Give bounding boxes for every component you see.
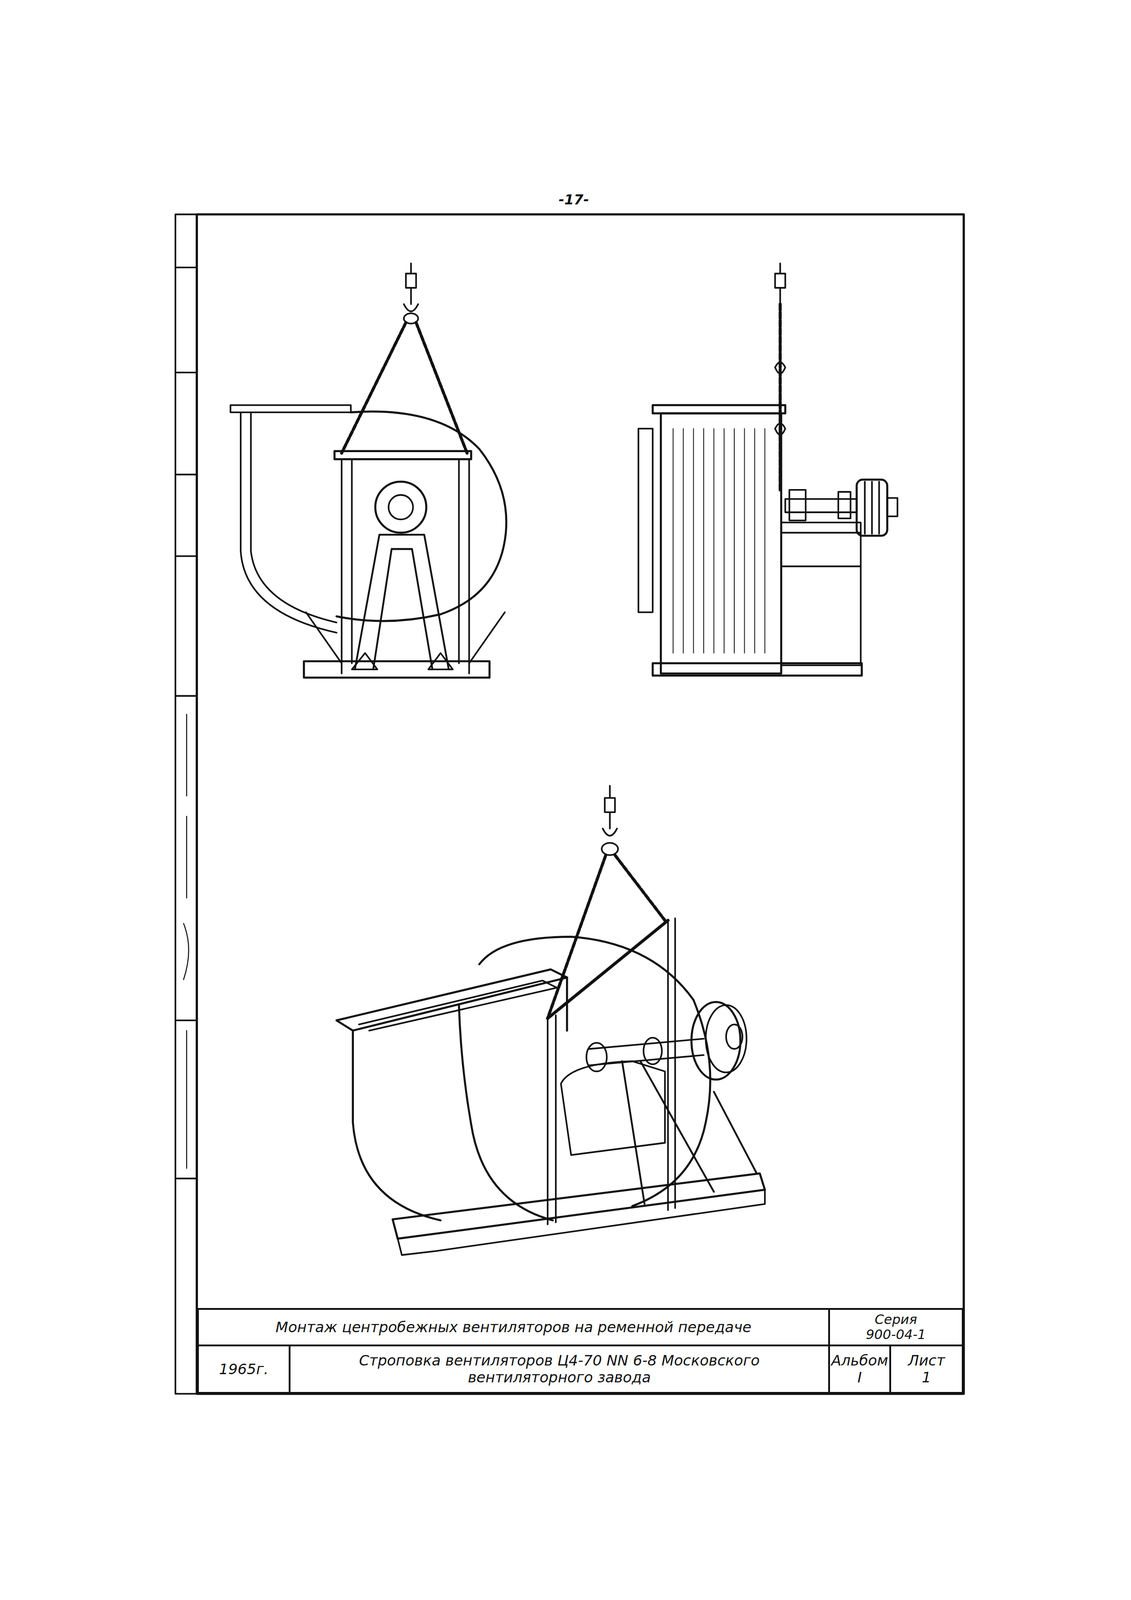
stamp-scribbles <box>183 714 189 1168</box>
outlet-flange <box>336 969 567 1031</box>
title-text: I <box>857 1368 862 1386</box>
bearing <box>586 1042 608 1072</box>
base-rail <box>397 1189 765 1255</box>
stand-band <box>781 532 861 567</box>
shaft <box>785 498 857 513</box>
front-view <box>230 263 507 678</box>
base-frame <box>652 663 862 676</box>
title-block-cell: Лист1 <box>889 1343 964 1394</box>
bearing <box>838 491 851 519</box>
impeller-blades <box>673 428 765 654</box>
title-block-cell: Серия900-04-1 <box>828 1307 964 1346</box>
title-text: Альбом <box>831 1351 889 1369</box>
sling-ring <box>601 842 618 855</box>
stand <box>781 522 861 665</box>
volute-edge <box>458 1004 553 1220</box>
housing-front <box>352 977 568 1220</box>
perspective-view <box>336 785 765 1255</box>
stamp-divisions <box>175 267 198 1178</box>
volute-spiral <box>336 411 507 621</box>
sheet-frame <box>175 214 965 1394</box>
bearing <box>643 1037 662 1064</box>
fan-housing <box>660 413 782 674</box>
outlet-flange <box>652 404 786 414</box>
spreader-bar <box>547 919 669 1018</box>
base-frame <box>303 660 490 678</box>
crane-hook <box>602 785 618 836</box>
pulley-hub <box>887 498 898 517</box>
stamp-strip <box>175 214 198 1394</box>
pulley-groove <box>705 1004 747 1073</box>
bearing-support <box>622 1060 757 1204</box>
crane-hook <box>775 263 786 304</box>
title-text: Серия <box>874 1311 918 1327</box>
shaft-end <box>388 494 414 520</box>
crane-hook <box>404 263 419 312</box>
frame-border <box>197 214 965 1394</box>
title-text: Монтаж центробежных вентиляторов на реме… <box>275 1318 752 1336</box>
title-text: 1 <box>921 1368 931 1386</box>
bearing-housing <box>375 481 427 533</box>
support-feet <box>352 652 453 670</box>
housing-side <box>240 412 337 633</box>
inlet-plate <box>638 428 653 613</box>
pulley-hub <box>726 1023 743 1049</box>
title-text: Строповка вентиляторов Ц4-70 NN 6-8 Моск… <box>295 1351 824 1386</box>
page-number: -17- <box>558 191 590 208</box>
stand-posts <box>341 459 470 674</box>
stand-posts <box>547 918 676 1225</box>
title-text: Лист <box>907 1351 945 1369</box>
title-block-cell: 1965г. <box>197 1343 291 1394</box>
title-block-cell: Строповка вентиляторов Ц4-70 NN 6-8 Моск… <box>288 1343 831 1394</box>
stand-braces <box>306 612 505 664</box>
title-text: 1965г. <box>218 1360 269 1378</box>
bearing-body <box>560 1060 665 1155</box>
title-block-cell: Монтаж центробежных вентиляторов на реме… <box>197 1307 831 1346</box>
title-block-cell: АльбомI <box>828 1343 892 1394</box>
outlet-opening <box>358 980 557 1031</box>
title-text: 900-04-1 <box>866 1326 927 1342</box>
pulley-grooves <box>864 481 879 534</box>
bearing-support <box>354 534 449 670</box>
side-view <box>638 263 898 675</box>
sling-chain <box>341 322 467 453</box>
outlet-flange <box>230 404 351 413</box>
bearing <box>789 489 806 521</box>
spreader-bar <box>334 451 472 460</box>
